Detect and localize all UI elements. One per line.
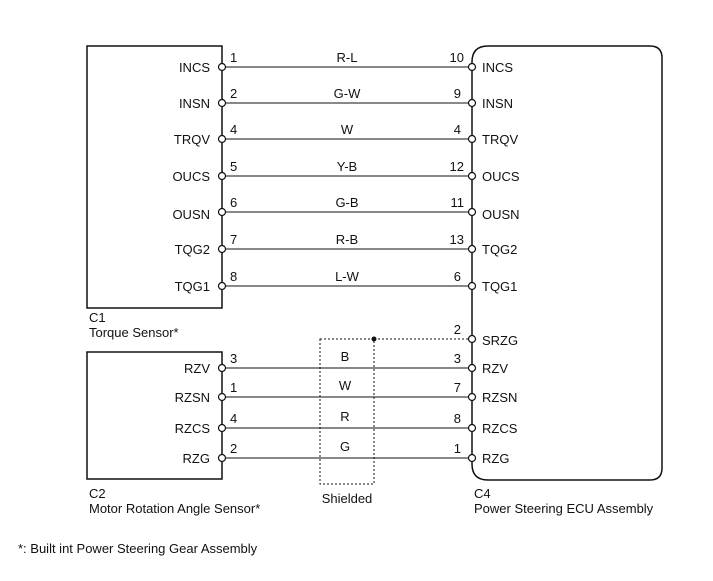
ecu-pin-label: OUCS: [482, 169, 520, 184]
ecu-pin-number: 9: [454, 86, 461, 101]
c2-pin-number: 3: [230, 351, 237, 366]
c1-pin-label: OUSN: [172, 207, 210, 222]
c1-pin-number: 1: [230, 50, 237, 65]
ecu-pin-label: RZCS: [482, 421, 518, 436]
c1-pin-label: TQG1: [175, 279, 210, 294]
wire-insn: INSN 2 G-W 9 INSN: [179, 86, 513, 111]
wire-color: B: [341, 349, 350, 364]
c2-pin-number: 4: [230, 411, 237, 426]
c2-pin-label: RZV: [184, 361, 210, 376]
ecu-pin-label: TQG2: [482, 242, 517, 257]
c1-pin-label: TQG2: [175, 242, 210, 257]
c1-connector-id: C1: [89, 310, 106, 325]
c2-pin-label: RZCS: [175, 421, 211, 436]
wire-color: L-W: [335, 269, 360, 284]
c1-pin-number: 7: [230, 232, 237, 247]
c2-connector-id: C2: [89, 486, 106, 501]
footnote: *: Built int Power Steering Gear Assembl…: [18, 541, 258, 556]
ecu-pin-label: RZG: [482, 451, 509, 466]
wire-color: G-W: [334, 86, 361, 101]
ecu-pin-number: 4: [454, 122, 461, 137]
ecu-pin-number: 7: [454, 380, 461, 395]
c1-pin-number: 2: [230, 86, 237, 101]
shield-outline: [319, 338, 375, 485]
wire-incs: INCS 1 R-L 10 INCS: [179, 50, 513, 75]
c2-pin-label: RZG: [183, 451, 210, 466]
c4-component-name: Power Steering ECU Assembly: [474, 501, 654, 516]
ecu-pin-label: TQG1: [482, 279, 517, 294]
c1-pin-label: INCS: [179, 60, 210, 75]
ecu-pin-label: OUSN: [482, 207, 520, 222]
c2-pin-label: RZSN: [175, 390, 210, 405]
wire-color: W: [341, 122, 354, 137]
ecu-pin-label: INSN: [482, 96, 513, 111]
wire-ousn: OUSN 6 G-B 11 OUSN: [172, 195, 519, 222]
ecu-pin-number: 1: [454, 441, 461, 456]
wire-color: Y-B: [337, 159, 357, 174]
ecu-pin-label: RZV: [482, 361, 508, 376]
c1-pin-number: 5: [230, 159, 237, 174]
wire-color: R: [340, 409, 349, 424]
c1-pin-label: TRQV: [174, 132, 210, 147]
c2-pin-number: 1: [230, 380, 237, 395]
ecu-pin-number: 11: [451, 195, 465, 210]
wire-tqg2: TQG2 7 R-B 13 TQG2: [175, 232, 518, 257]
ecu-pin-label: RZSN: [482, 390, 517, 405]
c1-pin-number: 8: [230, 269, 237, 284]
ecu-pin-srzg-terminal: [467, 334, 477, 344]
c4-connector-id: C4: [474, 486, 491, 501]
wire-color: R-B: [336, 232, 358, 247]
wire-oucs: OUCS 5 Y-B 12 OUCS: [172, 159, 519, 184]
c1-component-name: Torque Sensor*: [89, 325, 179, 340]
wire-tqg1: TQG1 8 L-W 6 TQG1: [175, 269, 518, 294]
ecu-pin-number: 6: [454, 269, 461, 284]
c2-pin-number: 2: [230, 441, 237, 456]
motor-rotation-angle-sensor-box: [86, 351, 223, 480]
ecu-pin-label: TRQV: [482, 132, 518, 147]
ecu-pin-number: 3: [454, 351, 461, 366]
shield-junction-dot: [371, 336, 377, 342]
wire-rzg: RZG 2 G 1 RZG: [183, 439, 510, 466]
ecu-pin-label: SRZG: [482, 333, 518, 348]
wire-rzcs: RZCS 4 R 8 RZCS: [175, 409, 518, 436]
wire-color: R-L: [337, 50, 358, 65]
ecu-pin-number: 8: [454, 411, 461, 426]
torque-sensor-box: [86, 45, 223, 309]
ecu-pin-label: INCS: [482, 60, 513, 75]
ecu-pin-number: 13: [450, 232, 464, 247]
ecu-pin-number: 12: [450, 159, 464, 174]
wire-rzv: RZV 3 B 3 RZV: [184, 349, 508, 376]
shield-label: Shielded: [322, 491, 373, 506]
wire-color: W: [339, 378, 352, 393]
c1-pin-number: 6: [230, 195, 237, 210]
ecu-pin-number: 2: [454, 322, 461, 337]
c1-pin-label: OUCS: [172, 169, 210, 184]
wire-color: G-B: [335, 195, 358, 210]
wire-trqv: TRQV 4 W 4 TRQV: [174, 122, 519, 147]
c2-component-name: Motor Rotation Angle Sensor*: [89, 501, 260, 516]
c1-pin-label: INSN: [179, 96, 210, 111]
wire-color: G: [340, 439, 350, 454]
c1-pin-number: 4: [230, 122, 237, 137]
ecu-pin-number: 10: [450, 50, 464, 65]
ecu-box: [471, 45, 663, 481]
wire-rzsn: RZSN 1 W 7 RZSN: [175, 378, 518, 405]
